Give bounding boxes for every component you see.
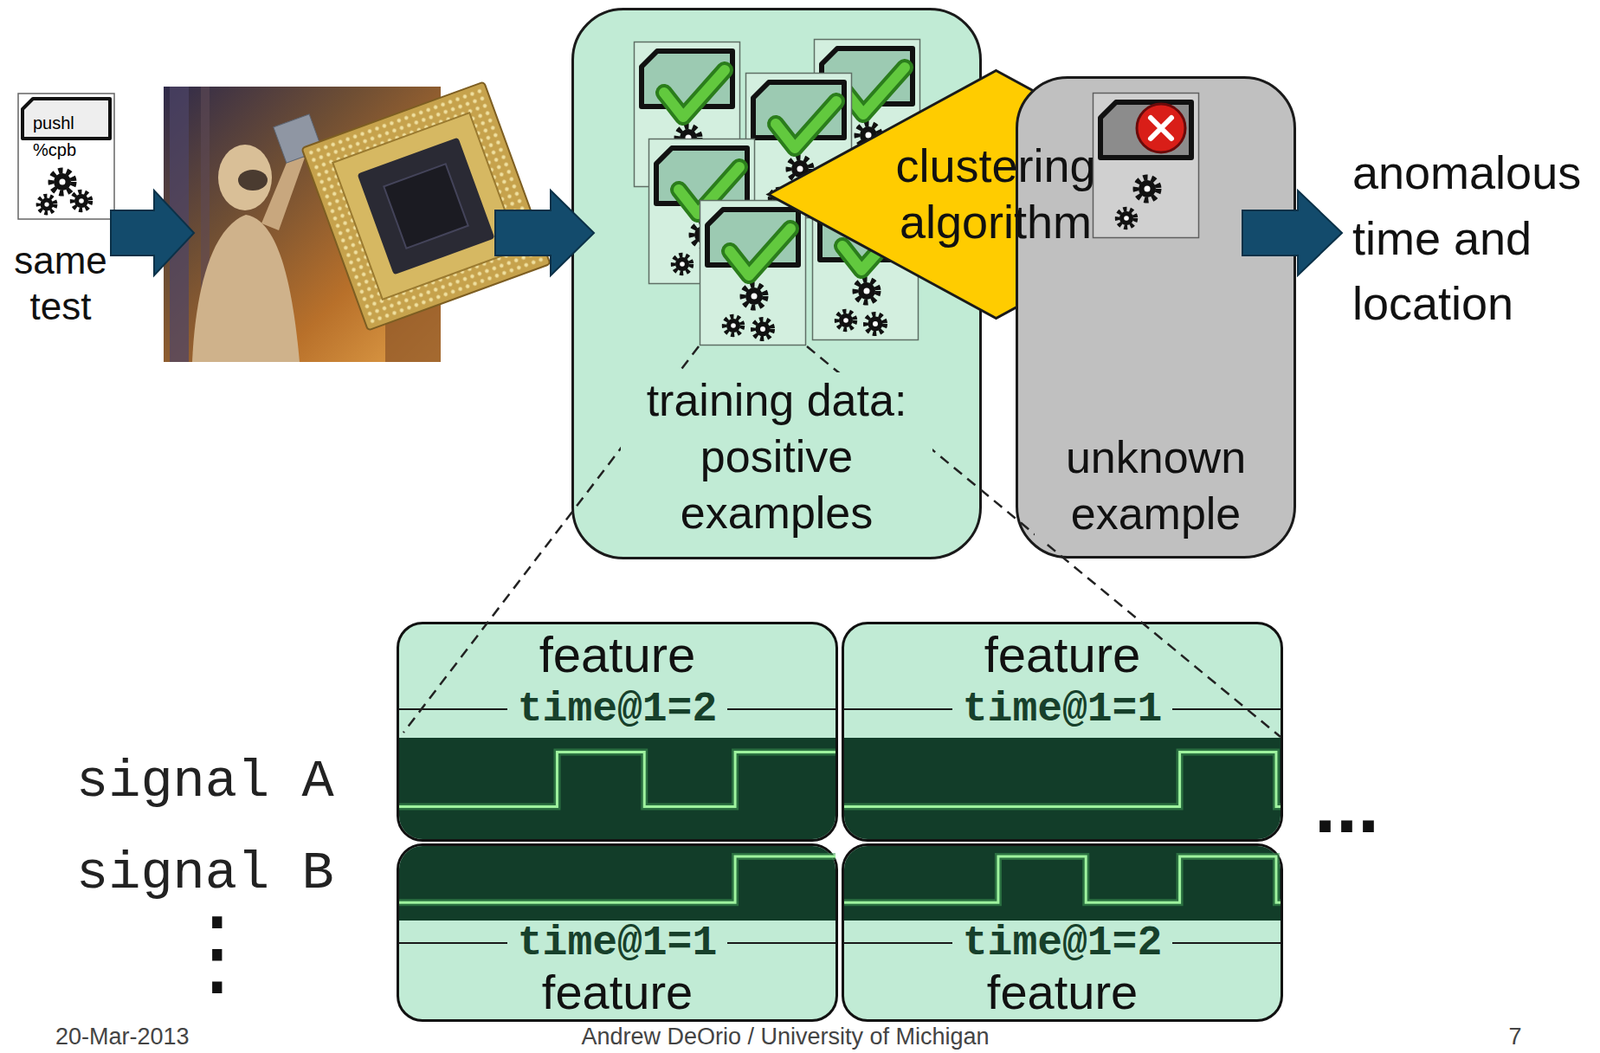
signal-waveform-band xyxy=(844,737,1281,839)
waveform-glow xyxy=(844,856,1281,903)
text-slot: time@1=1 xyxy=(844,686,1281,733)
code-line: %cpb xyxy=(32,140,106,161)
label-slot: %cpb xyxy=(32,140,106,161)
label-slot: anomalous time and location xyxy=(1352,140,1597,337)
label-slot: 20-Mar-2013 xyxy=(55,1025,229,1049)
output-text: anomalous time and location xyxy=(1352,140,1597,337)
signal-waveform-band xyxy=(844,845,1281,921)
label-slot: pushl xyxy=(32,113,106,134)
test-program-icon xyxy=(18,93,115,220)
box-label: training data: positive examples xyxy=(620,372,933,542)
label-slot: 7 xyxy=(1497,1025,1533,1049)
signal-name: signal B xyxy=(76,846,371,901)
label-slot: ... xyxy=(1314,766,1419,845)
flow-arrow xyxy=(110,190,194,276)
processor-chip xyxy=(301,81,550,330)
flow-arrow xyxy=(1242,190,1342,276)
label-slot: signal B xyxy=(76,846,371,901)
signal-waveform-band xyxy=(399,737,836,839)
text-slot: time@1=1 xyxy=(399,920,836,967)
text-slot: clustering algorithm xyxy=(878,137,1113,251)
feature-panel: time@1=1feature xyxy=(396,843,839,1022)
text-slot: unknown example xyxy=(1034,429,1278,542)
feature-heading: feature xyxy=(539,625,697,684)
text-slot: time@1=2 xyxy=(399,686,836,733)
waveform xyxy=(399,845,836,921)
author-footer: Andrew DeOrio / University of Michigan xyxy=(516,1025,1054,1049)
feature-heading: feature xyxy=(984,625,1142,684)
feature-heading: feature xyxy=(987,967,1138,1019)
waveform-line xyxy=(399,751,836,807)
waveform xyxy=(399,737,836,839)
feature-heading: feature xyxy=(541,967,693,1019)
time-count-label: time@1=2 xyxy=(507,686,728,733)
zoom-leader-line xyxy=(403,346,699,733)
page-number: 7 xyxy=(1497,1025,1533,1049)
signal-name: signal A xyxy=(76,754,371,809)
vertical-ellipsis: ⋮ xyxy=(169,903,239,1000)
feature-panel: time@1=2feature xyxy=(841,843,1284,1022)
text-slot: feature xyxy=(399,625,836,684)
box-label: unknown example xyxy=(1034,429,1278,542)
label-slot: Andrew DeOrio / University of Michigan xyxy=(516,1025,1054,1049)
text-slot: feature xyxy=(844,967,1281,1019)
time-count-label: time@1=1 xyxy=(952,686,1173,733)
feature-panel: featuretime@1=1 xyxy=(841,621,1284,842)
training-data-box: training data: positive examples xyxy=(571,7,982,560)
code-line: pushl xyxy=(32,113,106,134)
flow-arrow xyxy=(495,190,594,276)
label-slot: signal A xyxy=(76,754,371,809)
waveform-line xyxy=(844,856,1281,903)
waveform-glow xyxy=(399,751,836,807)
signal-waveform-band xyxy=(399,845,836,921)
waveform-glow xyxy=(399,856,836,903)
caption-text: same test xyxy=(5,238,117,330)
text-slot: feature xyxy=(844,625,1281,684)
waveform-glow xyxy=(844,751,1281,807)
waveform-line xyxy=(844,751,1281,807)
time-count-label: time@1=1 xyxy=(507,920,728,967)
text-slot: training data: positive examples xyxy=(620,372,933,542)
waveform-line xyxy=(399,856,836,903)
feature-panel: featuretime@1=2 xyxy=(396,621,839,842)
label-slot: same test xyxy=(5,238,117,330)
label-slot: ⋮ xyxy=(169,903,239,1000)
text-slot: time@1=2 xyxy=(844,920,1281,967)
waveform xyxy=(844,737,1281,839)
date-footer: 20-Mar-2013 xyxy=(55,1025,229,1049)
horizontal-ellipsis: ... xyxy=(1314,766,1419,845)
waveform xyxy=(844,845,1281,921)
text-slot: feature xyxy=(399,967,836,1019)
time-count-label: time@1=2 xyxy=(952,920,1173,967)
diamond-label: clustering algorithm xyxy=(878,137,1113,251)
zoom-leader-line xyxy=(806,346,1281,737)
